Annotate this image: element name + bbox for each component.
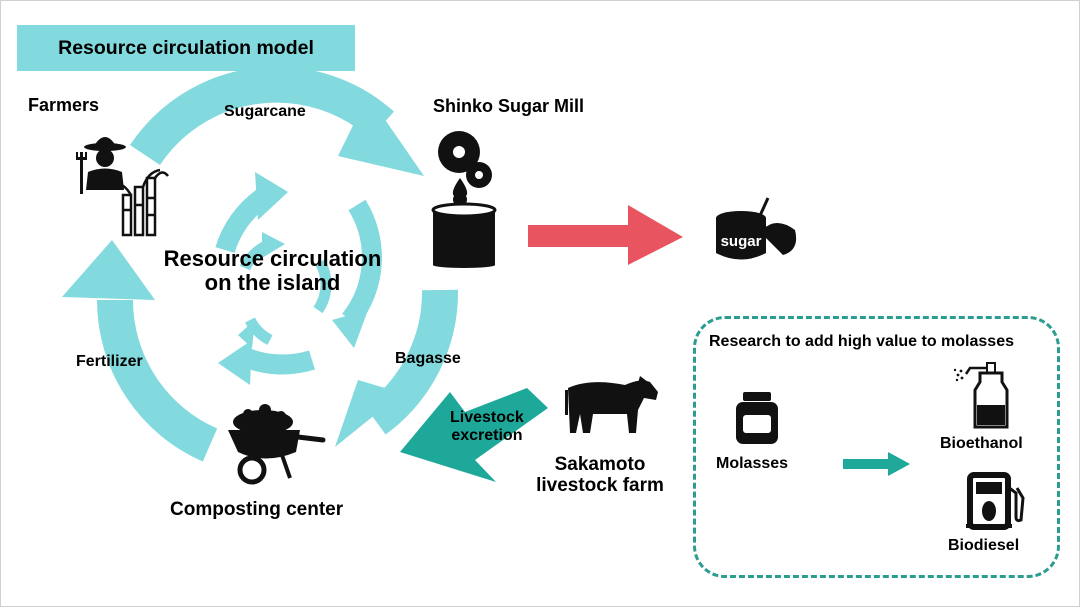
livestock-excretion-line1: Livestock — [450, 409, 524, 426]
sugar-mill-icon — [431, 131, 497, 268]
center-label: Resource circulation on the island — [130, 246, 415, 296]
research-panel — [693, 316, 1060, 578]
bagasse-arrowhead — [335, 380, 402, 447]
livestock-excretion-arrow — [400, 388, 548, 482]
sugar-pot-label: sugar — [721, 233, 762, 250]
wheelbarrow-icon — [228, 404, 326, 485]
center-label-line1: Resource circulation — [163, 246, 382, 271]
bagasse-flow-arrow — [364, 289, 459, 435]
fertilizer-arrowhead — [62, 240, 155, 300]
sugarcane-flow-arrow — [130, 66, 395, 166]
molasses-label: Molasses — [716, 455, 789, 472]
bagasse-label: Bagasse — [395, 350, 461, 367]
center-label-line2: on the island — [204, 270, 341, 296]
livestock-excretion-label: Livestock excretion — [450, 409, 524, 444]
outer-cycle — [96, 66, 459, 462]
livestock-farm-label: Sakamoto livestock farm — [528, 454, 672, 497]
bioethanol-label: Bioethanol — [940, 435, 1023, 452]
farmer-icon — [76, 137, 126, 194]
livestock-farm-line1: Sakamoto — [554, 454, 646, 475]
sugar-mill-label: Shinko Sugar Mill — [433, 96, 585, 116]
diagram-title: Resource circulation model — [17, 25, 355, 71]
livestock-excretion-line2: excretion — [451, 426, 523, 444]
fertilizer-label: Fertilizer — [76, 353, 143, 370]
sugar-pot-icon — [716, 197, 797, 260]
sugarcane-icon — [111, 168, 169, 237]
research-heading: Research to add high value to molasses — [709, 333, 1014, 350]
fuel-pump-icon — [966, 472, 1025, 530]
molasses-conversion-arrow — [843, 452, 910, 476]
farmers-label: Farmers — [28, 95, 100, 115]
livestock-farm-line2: livestock farm — [536, 474, 664, 496]
cow-icon — [565, 376, 658, 433]
sugarcane-arrowhead — [338, 95, 424, 176]
sugar-output-arrow — [528, 205, 683, 265]
molasses-jar-icon — [736, 392, 778, 444]
ethanol-bottle-icon — [953, 362, 1009, 429]
sugarcane-label: Sugarcane — [224, 103, 306, 120]
composting-center-label: Composting center — [170, 499, 344, 520]
biodiesel-label: Biodiesel — [948, 537, 1020, 554]
fertilizer-flow-arrow — [96, 299, 218, 462]
